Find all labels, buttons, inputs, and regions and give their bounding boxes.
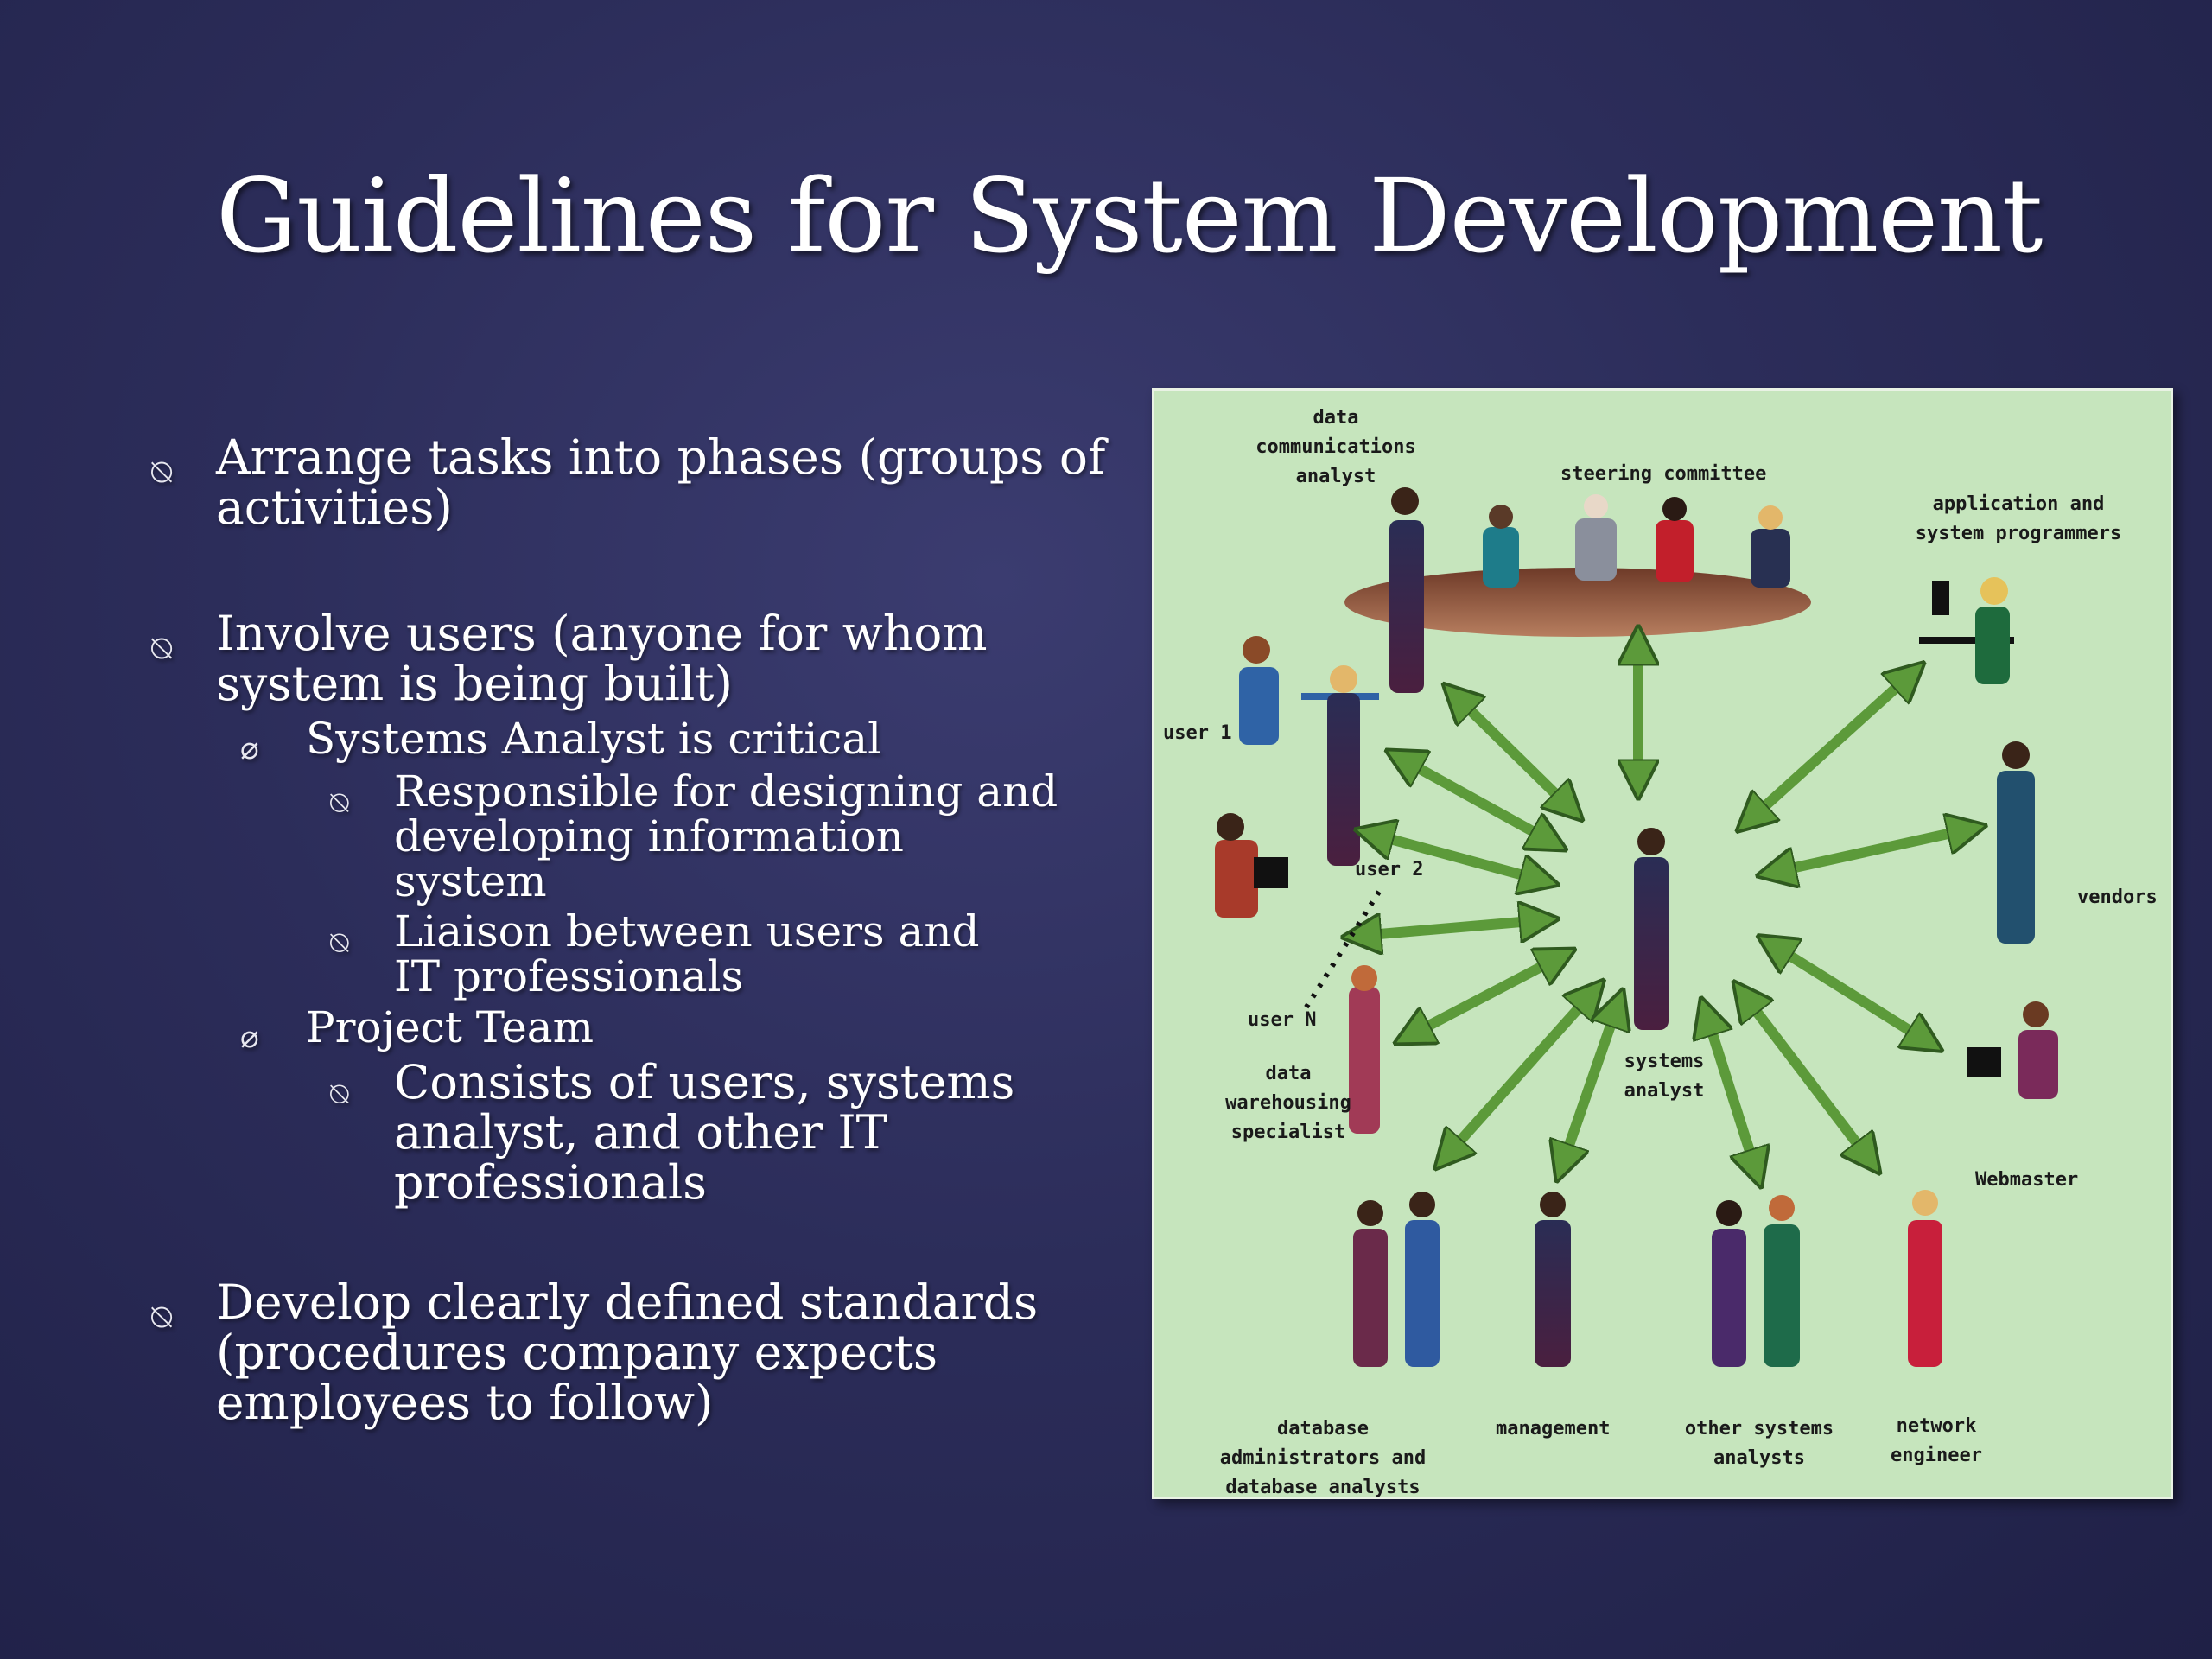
bullet-marker-icon: ⌀	[240, 1020, 259, 1055]
label-user-2: user 2	[1355, 859, 1424, 880]
label-app-programmers: application and system programmers	[1915, 493, 2122, 544]
bullet-text: Arrange tasks into phases (groups of act…	[216, 429, 1106, 535]
label-other-systems-analysts: other systems analysts	[1684, 1418, 1834, 1469]
bullet-marker-icon: ⍉	[151, 1298, 172, 1338]
label-systems-analyst: systems analyst	[1624, 1051, 1705, 1102]
bullet-marker-icon: ⍉	[151, 453, 172, 493]
label-webmaster: Webmaster	[1975, 1169, 2079, 1191]
bullet-develop-standards: ⍉ Develop clearly defined standards (pro…	[147, 1277, 1115, 1427]
bullet-list: ⍉ Arrange tasks into phases (groups of a…	[147, 432, 1141, 1427]
label-user-1: user 1	[1163, 722, 1232, 744]
bullet-text: Develop clearly defined standards (proce…	[216, 1274, 1039, 1430]
connection-arrows	[1349, 632, 1980, 1181]
bullet-marker-icon: ⍉	[151, 629, 172, 669]
subbullet-systems-analyst: ⌀ Systems Analyst is critical	[147, 714, 1141, 766]
bullet-text: Consists of users, systems analyst, and …	[394, 1055, 1015, 1210]
bullet-text: Involve users (anyone for whom system is…	[216, 606, 988, 711]
subsubbullet-liaison: ⍉ Liaison between users and IT professio…	[147, 909, 1033, 999]
bullet-marker-icon: ⍉	[330, 1077, 349, 1112]
diagram-graphics	[1215, 487, 2058, 1367]
label-data-comm-analyst: data communications analyst	[1255, 407, 1416, 487]
slide-title: Guidelines for System Development	[216, 156, 2043, 276]
bullet-text: Responsible for designing and developing…	[394, 766, 1058, 906]
subsubbullet-responsible: ⍉ Responsible for designing and developi…	[147, 769, 1068, 904]
bullet-marker-icon: ⍉	[330, 785, 349, 821]
conference-table	[1344, 568, 1811, 637]
label-steering-committee: steering committee	[1560, 463, 1767, 485]
label-dba: database administrators and database ana…	[1219, 1418, 1427, 1498]
bullet-text: Systems Analyst is critical	[306, 714, 882, 764]
system-development-diagram: data communications analyst steering com…	[1152, 388, 2173, 1499]
steering-committee-figures	[1389, 487, 1790, 693]
subbullet-project-team: ⌀ Project Team	[147, 1002, 1141, 1055]
bullet-involve-users: ⍉ Involve users (anyone for whom system …	[147, 608, 1123, 709]
subsubbullet-consists: ⍉ Consists of users, systems analyst, an…	[147, 1058, 1051, 1208]
label-management: management	[1496, 1418, 1611, 1440]
label-user-n: user N	[1248, 1009, 1317, 1031]
bullet-marker-icon: ⍉	[330, 925, 349, 961]
bullet-text: Project Team	[306, 1002, 594, 1052]
bullet-marker-icon: ⌀	[240, 731, 259, 766]
label-network-engineer: network engineer	[1891, 1415, 1982, 1466]
bullet-arrange-tasks: ⍉ Arrange tasks into phases (groups of a…	[147, 432, 1149, 532]
label-data-warehousing: data warehousing specialist	[1225, 1063, 1351, 1143]
bullet-text: Liaison between users and IT professiona…	[394, 906, 980, 1001]
label-vendors: vendors	[2077, 887, 2158, 908]
